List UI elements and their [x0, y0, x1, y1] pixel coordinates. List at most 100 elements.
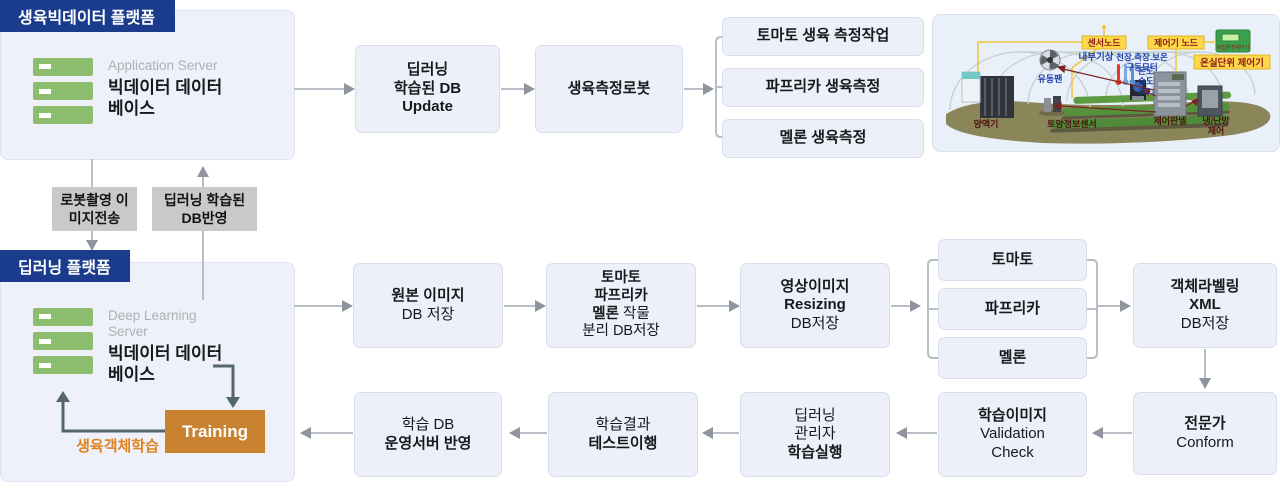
box-growth-robot: 생육측정로봇: [535, 45, 683, 133]
box-deploy-db: 학습 DB 운영서버 반영: [354, 392, 502, 477]
growth-object-learning-label: 생육객체학습: [76, 438, 159, 455]
plant-rows: [1050, 91, 1232, 133]
motor-label-line2: 구동모터: [1126, 62, 1157, 72]
box-crop-melon: 멜론: [938, 337, 1087, 379]
db-update-line3: Update: [402, 98, 453, 116]
resizing-line2: Resizing: [784, 296, 846, 314]
object-labeling-line3: DB저장: [1180, 314, 1230, 332]
temp-label: 온도: [1138, 66, 1154, 76]
connector-db-reflect: 딥러닝 학습된 DB반영: [152, 187, 257, 231]
box-crop-paprika: 파프리카: [938, 288, 1087, 330]
application-server-text: Application Server 빅데이터 데이터베이스: [108, 58, 248, 120]
hvac-label-line2: 제어: [1208, 125, 1225, 136]
db-reflect-label: 딥러닝 학습된 DB반영: [163, 191, 246, 226]
deep-learning-platform-header: 딥러닝 플랫폼: [0, 250, 130, 282]
object-labeling-line1: 객체라벨링: [1170, 277, 1240, 295]
crop-split-line3: 멜론 작물: [592, 306, 649, 324]
box-crop-tomato: 토마토: [938, 239, 1087, 281]
box-db-update: 딥러닝 학습된 DB Update: [355, 45, 500, 133]
deep-learning-server-label: Deep Learning Server: [108, 308, 197, 340]
growth-bigdata-platform-title: 생육빅데이터 플랫폼: [18, 10, 155, 27]
task-paprika-label: 파프리카 생육측정: [765, 78, 881, 96]
box-task-melon: 멜론 생육측정: [722, 119, 924, 158]
validation-line1: 학습이미지: [977, 406, 1047, 424]
validation-line2: Validation: [980, 425, 1045, 443]
crop-paprika-label: 파프리카: [984, 299, 1041, 317]
nutrient-machine: [961, 71, 1014, 118]
unit-controller-device: 복합환경제어기: [1215, 29, 1251, 53]
connector-robot-transfer: 로봇촬영 이미지전송: [52, 187, 137, 231]
deep-learning-platform-title: 딥러닝 플랫폼: [18, 260, 111, 277]
box-task-paprika: 파프리카 생육측정: [722, 68, 924, 107]
crop-split-line3-rest: 작물: [618, 305, 650, 322]
task-melon-label: 멜론 생육측정: [779, 129, 867, 147]
db-update-line1: 딥러닝: [406, 61, 449, 79]
original-image-line2: DB 저장: [401, 305, 455, 323]
expert-line2: Conform: [1176, 433, 1234, 451]
yellow-labels: 센서노드 제어기 노드 온실단위 제어기: [1081, 35, 1271, 70]
box-task-tomato: 토마토 생육 측정작업: [722, 17, 924, 56]
control-panel-label: 제어판넬: [1153, 115, 1186, 126]
robot-transfer-label: 로봇촬영 이미지전송: [60, 191, 129, 226]
box-resizing: 영상이미지 Resizing DB저장: [740, 263, 890, 348]
crop-tomato-label: 토마토: [991, 250, 1034, 268]
soil-sensor-device: [1039, 96, 1065, 116]
inner-weather-label: 내부기상: [1079, 51, 1114, 63]
box-object-labeling: 객체라벨링 XML DB저장: [1133, 263, 1277, 348]
test-line1: 학습결과: [595, 415, 651, 433]
crop-split-line1: 토마토: [600, 269, 642, 286]
soil-sensor-label: 토양정보센서: [1047, 118, 1097, 129]
hvac-label-line1: 냉/난방: [1202, 115, 1230, 126]
sensor-node-label: 센서노드: [1087, 37, 1121, 48]
greenhouse-illustration: 복합환경제어기: [932, 14, 1280, 152]
red-arrows: [1052, 65, 1199, 113]
growth-robot-label: 생육측정로봇: [567, 79, 651, 97]
control-panel: [1153, 71, 1187, 117]
original-image-line1: 원본 이미지: [391, 286, 465, 304]
crop-split-line4: 분리 DB저장: [582, 323, 660, 340]
deep-learning-server-text: Deep Learning Server 빅데이터 데이터베이스: [108, 308, 258, 386]
resizing-line1: 영상이미지: [780, 277, 850, 295]
nutrient-label: 양액기: [974, 118, 999, 129]
box-validation-check: 학습이미지 Validation Check: [938, 392, 1087, 477]
expert-line1: 전문가: [1184, 414, 1226, 432]
growth-bigdata-platform-header: 생육빅데이터 플랫폼: [0, 0, 175, 32]
training-label: Training: [181, 421, 249, 441]
application-server-label: Application Server: [108, 58, 218, 73]
unit-controller-label: 온실단위 제어기: [1200, 57, 1264, 69]
application-server-icon: [33, 58, 93, 124]
crop-split-line3-bold: 멜론: [592, 305, 619, 322]
box-training-exec: 딥러닝 관리자 학습실행: [740, 392, 890, 477]
task-tomato-label: 토마토 생육 측정작업: [756, 27, 890, 45]
ground-labels: 양액기 토양정보센서 제어판넬 냉/난방 제어: [974, 115, 1231, 136]
crop-melon-label: 멜론: [998, 348, 1027, 366]
resizing-line3: DB저장: [790, 314, 840, 332]
db-update-line2: 학습된 DB: [393, 79, 462, 97]
humidity-label: 습도: [1138, 76, 1154, 86]
controller-node-label: 제어기 노드: [1154, 37, 1199, 48]
motor-label-line1: 천장.측장.보온: [1116, 52, 1168, 62]
hvac-unit: [1197, 85, 1223, 117]
exec-line2: 관리자: [794, 425, 836, 443]
crop-split-line2: 파프리카: [594, 287, 648, 304]
box-crop-split: 토마토 파프리카 멜론 작물 분리 DB저장: [546, 263, 696, 348]
deploy-line2: 운영서버 반영: [384, 434, 472, 452]
yellow-connectors: [977, 28, 1216, 98]
validation-line3: Check: [991, 443, 1034, 461]
box-original-image: 원본 이미지 DB 저장: [353, 263, 503, 348]
training-box: Training: [165, 410, 265, 453]
device-tiny-label: 복합환경제어기: [1217, 44, 1249, 51]
test-line2: 테스트이행: [588, 434, 658, 452]
object-labeling-line2: XML: [1189, 296, 1221, 314]
deep-learning-server-name: 빅데이터 데이터베이스: [108, 344, 223, 385]
blue-annotations: 내부기상 천장.측장.보온 구동모터 유동팬 온도 습도 CO₂: [1038, 51, 1168, 96]
exec-line1: 딥러닝: [794, 406, 836, 424]
exec-line3: 학습실행: [787, 443, 843, 461]
deep-learning-server-icon: [33, 308, 93, 374]
box-expert-conform: 전문가 Conform: [1133, 392, 1277, 475]
box-test-result: 학습결과 테스트이행: [548, 392, 698, 477]
fan-label: 유동팬: [1038, 73, 1063, 84]
circulation-fan-icon: [1039, 49, 1061, 71]
deploy-line1: 학습 DB: [401, 415, 455, 433]
